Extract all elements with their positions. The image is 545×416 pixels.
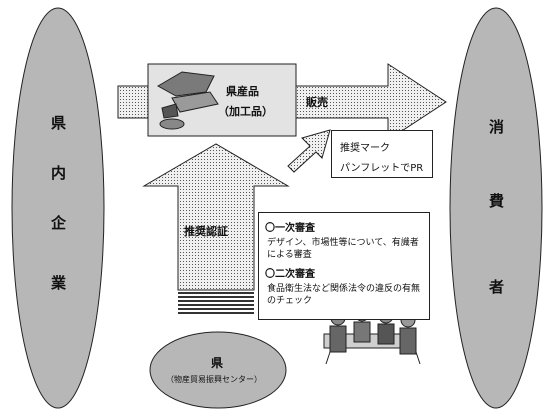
right-ellipse-shape xyxy=(449,7,543,409)
review-box: 〇一次審査 デザイン、市場性等について、有識者による審査 〇二次審査 食品衛生法… xyxy=(258,212,430,320)
review-body-2: 食品衛生法など関係法令の違反の有無 のチェック xyxy=(267,284,421,306)
right-ellipse-char-2: 費 xyxy=(489,192,505,210)
recommend-arrow-shape xyxy=(142,143,290,291)
arrow-base-stripes xyxy=(178,292,254,314)
review-body-1: デザイン、市場性等について、有識者による審査 xyxy=(267,238,419,260)
county-sublabel: （物産貿易振興センター） xyxy=(166,375,262,384)
review-heading-1: 〇一次審査 xyxy=(265,223,315,234)
left-ellipse-char-3: 企 xyxy=(51,214,67,232)
product-label: 県産品 xyxy=(226,85,259,98)
product-sublabel: （加工品） xyxy=(218,105,273,118)
county-label: 県 xyxy=(211,356,224,370)
right-ellipse-char-1: 消 xyxy=(489,118,505,136)
county-ellipse-shape xyxy=(149,331,287,409)
left-ellipse-char-2: 内 xyxy=(51,164,67,182)
promo-arrow-shape xyxy=(287,129,331,173)
meeting-illustration xyxy=(323,306,421,365)
left-ellipse-shape xyxy=(11,7,105,409)
product-illustration xyxy=(156,71,219,130)
sales-label: 販売 xyxy=(306,96,328,109)
review-heading-2: 〇二次審査 xyxy=(265,269,315,280)
right-ellipse-char-3: 者 xyxy=(489,278,505,296)
left-ellipse-char-1: 県 xyxy=(51,114,67,132)
promo-line-1: 推奨マーク xyxy=(340,143,390,154)
promo-line-2: パンフレットでPR xyxy=(340,163,424,174)
recommend-label: 推奨認証 xyxy=(184,225,228,238)
promo-box: 推奨マーク パンフレットでPR xyxy=(331,130,433,178)
left-ellipse-char-4: 業 xyxy=(51,274,67,292)
